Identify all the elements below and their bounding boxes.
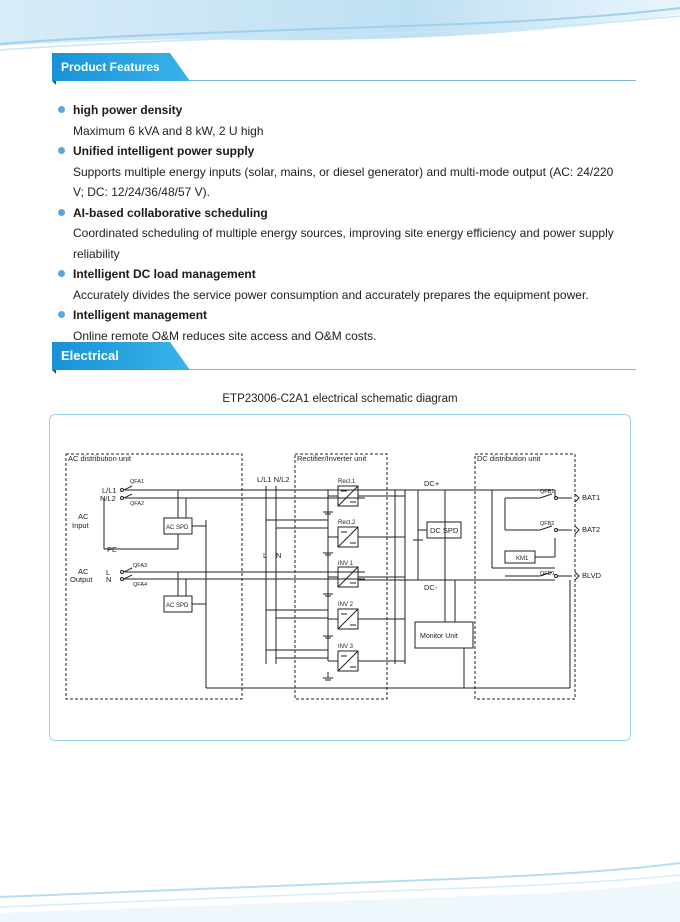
label-qfa2: QFA2 — [130, 501, 144, 507]
label-qfa1: QFA1 — [130, 479, 144, 485]
feature-title: Intelligent management — [73, 308, 208, 322]
label-dc-plus: DC+ — [424, 479, 440, 488]
label-bus-l: L — [263, 551, 267, 560]
label-qfd1: QFD1 — [540, 571, 555, 577]
unit-label-ac: AC distribution unit — [68, 454, 132, 463]
breaker-qfb1-icon — [539, 493, 572, 500]
terminal-arrow-icon — [574, 493, 580, 503]
inv3-module — [337, 650, 359, 672]
label-ac-output: AC — [78, 567, 89, 576]
label-bus: L/L1 N/L2 — [257, 475, 290, 484]
label-ac-output-2: Output — [70, 575, 93, 584]
section-title: Electrical — [61, 348, 119, 363]
label-qfb1: QFB1 — [540, 489, 554, 495]
monitor-unit-box — [414, 621, 474, 649]
label-l-l1: L/L1 — [102, 486, 117, 495]
label-qfb2: QFB2 — [540, 521, 554, 527]
feature-item: Unified intelligent power supply Support… — [58, 141, 618, 203]
feature-title: Unified intelligent power supply — [73, 144, 255, 158]
feature-title: high power density — [73, 103, 183, 117]
label-qfa4: QFA4 — [133, 582, 147, 588]
label-ac-spd-1: AC SPD — [166, 525, 189, 531]
label-bat2: BAT2 — [582, 525, 600, 534]
bullet-icon — [58, 106, 65, 113]
rectifier-inverter-box — [294, 453, 388, 700]
electrical-heading: Electrical — [52, 342, 636, 374]
breaker-qfa3-icon — [120, 567, 133, 574]
ground-icon — [323, 630, 333, 639]
label-rect1: Rect.1 — [338, 479, 356, 485]
feature-list: high power density Maximum 6 kVA and 8 k… — [58, 100, 618, 346]
label-n-l2: N/L2 — [100, 494, 116, 503]
label-bus-n: N — [276, 551, 281, 560]
unit-label-dc: DC distribution unit — [477, 454, 541, 463]
label-km1: KM1 — [516, 556, 529, 562]
rect2-module — [337, 526, 359, 548]
ground-icon — [413, 538, 423, 541]
feature-desc: Supports multiple energy inputs (solar, … — [73, 164, 614, 200]
ground-icon — [323, 547, 333, 556]
diagram-frame — [49, 414, 631, 741]
bullet-icon — [58, 311, 65, 318]
terminal-arrow-icon — [574, 571, 580, 581]
section-rule — [190, 369, 636, 370]
feature-title: Intelligent DC load management — [73, 267, 256, 281]
label-monitor: Monitor Unit — [420, 633, 458, 640]
label-inv2: INV 2 — [338, 602, 354, 608]
diagram-caption: ETP23006-C2A1 electrical schematic diagr… — [222, 393, 458, 405]
label-rect2: Rect.2 — [338, 520, 356, 526]
unit-label-rect: Rectifier/Inverter unit — [297, 454, 367, 463]
feature-desc: Accurately divides the service power con… — [73, 287, 589, 302]
label-blvd: BLVD — [582, 571, 602, 580]
heading-tab-shape — [52, 53, 190, 85]
label-n: N — [106, 575, 111, 584]
dc-distribution-box — [474, 453, 576, 700]
ground-icon — [323, 672, 333, 681]
breaker-qfa4-icon — [120, 574, 133, 581]
label-inv1: INV 1 — [338, 561, 354, 567]
terminal-arrow-icon — [574, 525, 580, 535]
breaker-qfd1-icon — [539, 571, 572, 578]
section-rule — [190, 80, 636, 81]
label-pe: PE — [107, 545, 117, 554]
inv1-module — [337, 566, 359, 588]
feature-item: high power density Maximum 6 kVA and 8 k… — [58, 100, 618, 141]
label-inv3: INV 3 — [338, 644, 354, 650]
label-bat1: BAT1 — [582, 493, 600, 502]
feature-desc: Online remote O&M reduces site access an… — [73, 328, 377, 343]
inv2-module — [337, 608, 359, 630]
bullet-icon — [58, 147, 65, 154]
feature-desc: Coordinated scheduling of multiple energ… — [73, 226, 614, 261]
feature-item: Intelligent DC load management Accuratel… — [58, 264, 618, 305]
label-qfa3: QFA3 — [133, 563, 147, 569]
bullet-icon — [58, 270, 65, 277]
heading-tab-shape — [52, 342, 190, 374]
feature-item: Intelligent management Online remote O&M… — [58, 305, 618, 346]
bullet-icon — [58, 208, 65, 216]
product-features-heading: Product Features — [52, 53, 636, 85]
breaker-qfa2-icon — [120, 493, 133, 500]
label-l: L — [106, 568, 110, 577]
ac-distribution-box — [65, 453, 243, 700]
feature-desc: Maximum 6 kVA and 8 kW, 2 U high — [73, 123, 264, 138]
breaker-qfa1-icon — [120, 485, 133, 492]
section-title: Product Features — [61, 60, 160, 74]
feature-item: AI-based collaborative scheduling Coordi… — [58, 203, 618, 265]
ground-icon — [323, 588, 333, 597]
ground-icon — [323, 506, 333, 515]
label-ac-input: AC — [78, 512, 89, 521]
breaker-qfb2-icon — [539, 525, 572, 532]
feature-title: AI-based collaborative scheduling — [73, 205, 268, 220]
label-ac-input-2: Input — [72, 521, 90, 530]
rect1-module — [337, 485, 359, 507]
label-ac-spd-2: AC SPD — [166, 603, 189, 609]
label-dc-minus: DC- — [424, 583, 438, 592]
label-dc-spd: DC SPD — [430, 526, 459, 535]
